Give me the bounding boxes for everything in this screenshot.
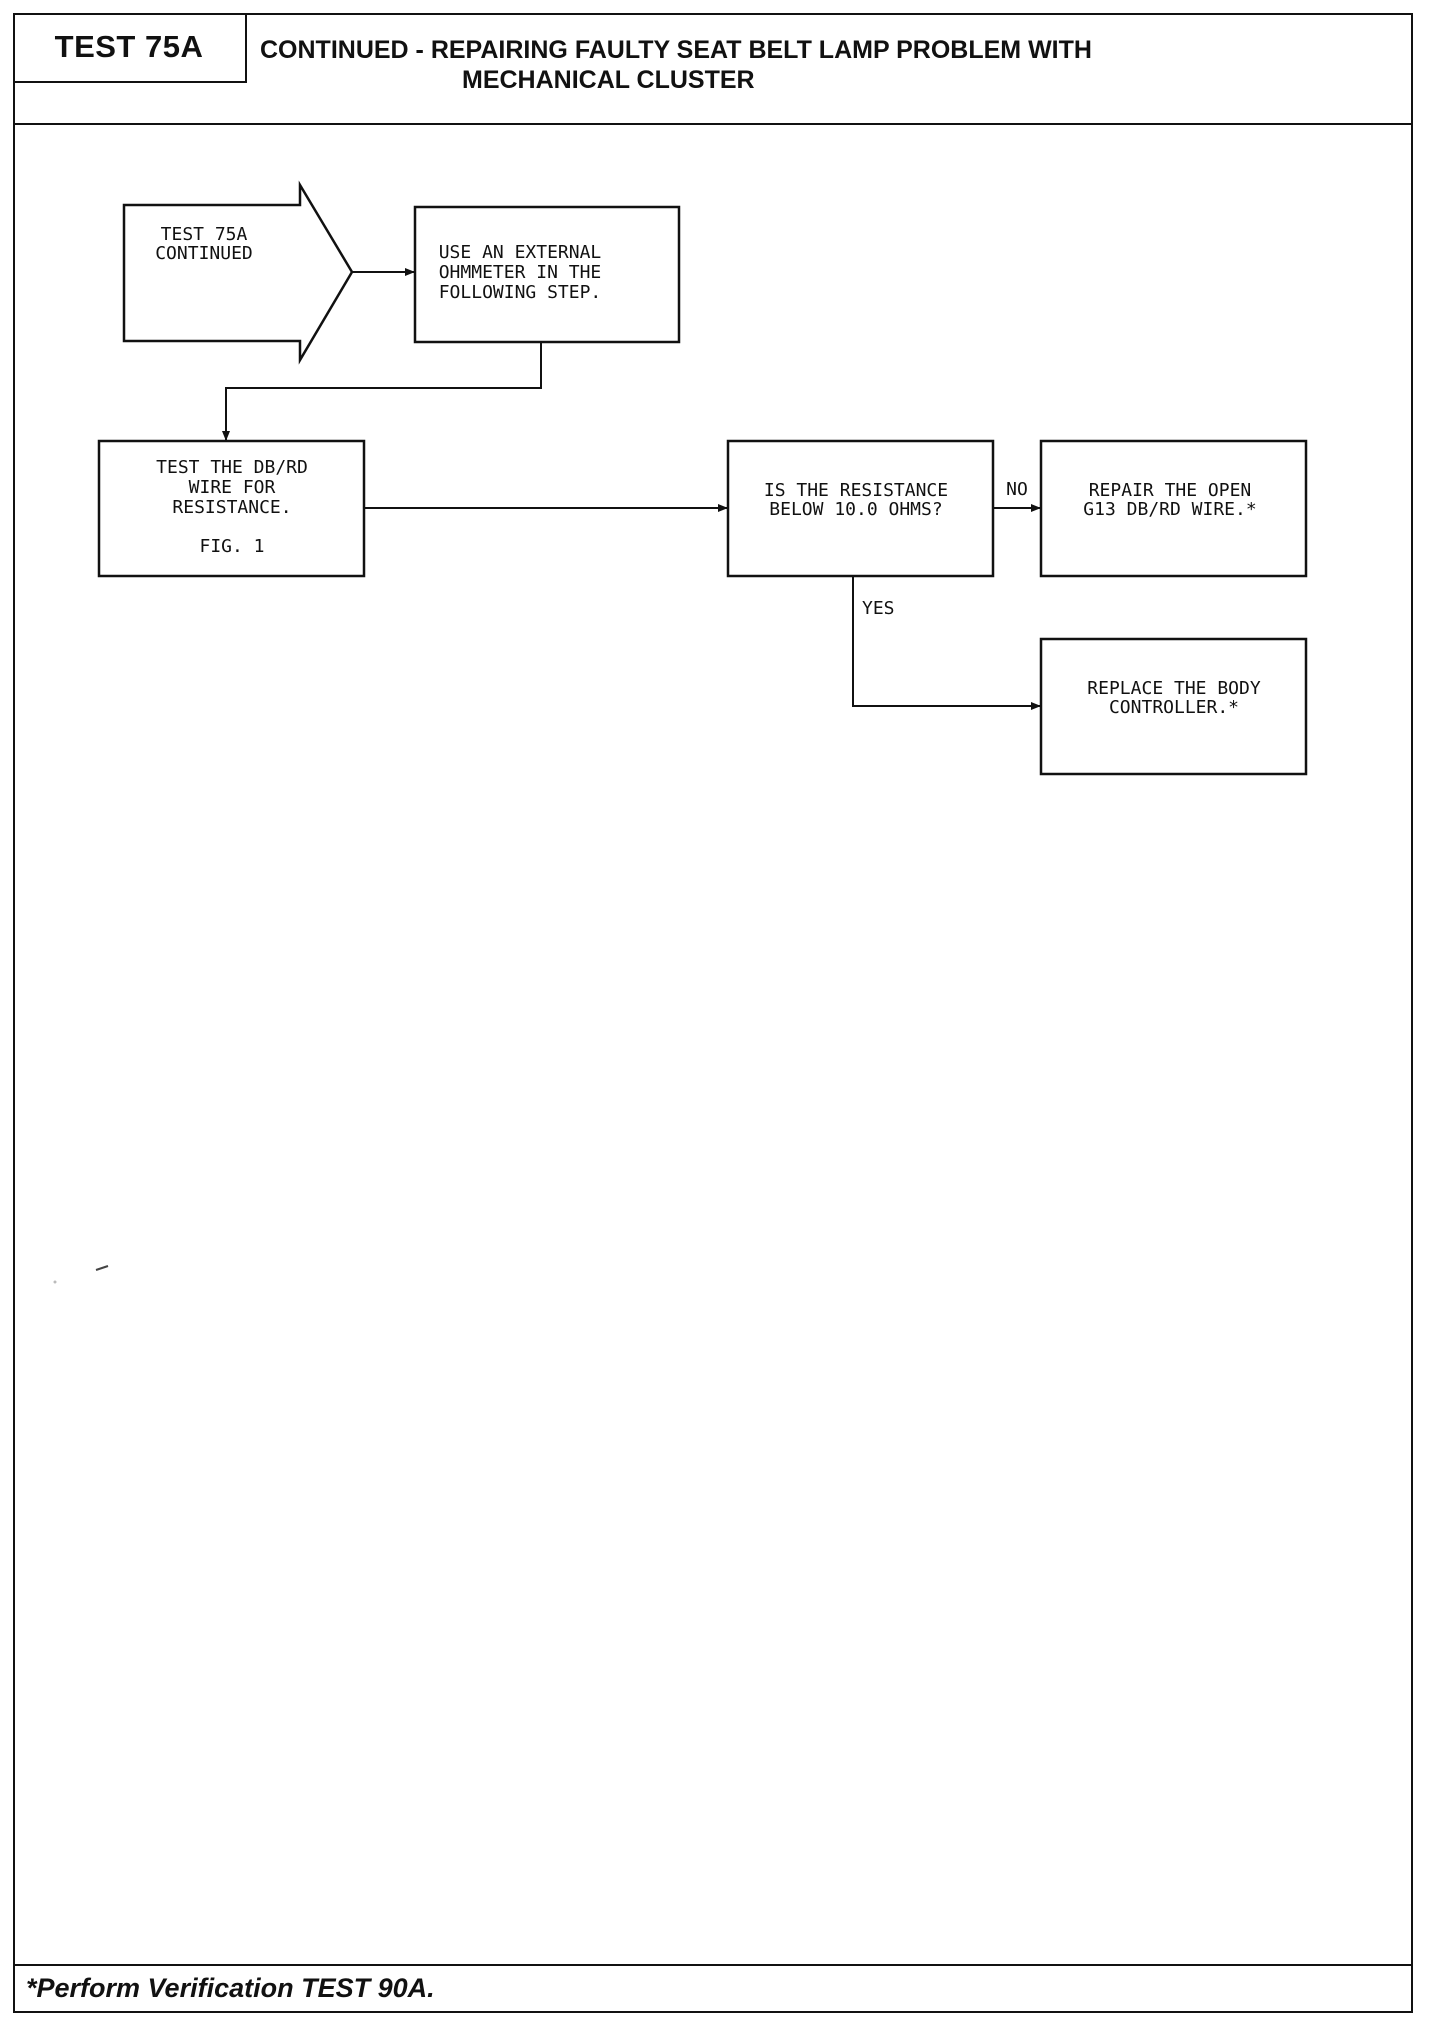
footer-note: *Perform Verification TEST 90A. bbox=[26, 1973, 435, 2003]
result-yes-line-1: REPLACE THE BODY bbox=[1087, 678, 1261, 699]
step1-line-2: OHMMETER IN THE bbox=[439, 262, 602, 283]
connector-step1-to-step2 bbox=[222, 342, 542, 441]
page-frame bbox=[13, 13, 1413, 2013]
result-no-line-1: REPAIR THE OPEN bbox=[1089, 480, 1252, 501]
page-title-line-1: CONTINUED - REPAIRING FAULTY SEAT BELT L… bbox=[260, 36, 1092, 64]
scan-mark bbox=[95, 1265, 109, 1271]
connector-decision-yes bbox=[852, 576, 1041, 710]
page-title-line-2: MECHANICAL CLUSTER bbox=[462, 66, 755, 94]
step2-line-3: RESISTANCE. bbox=[172, 497, 291, 518]
step2-line-1: TEST THE DB/RD bbox=[156, 457, 308, 478]
step1-line-1: USE AN EXTERNAL bbox=[439, 242, 602, 263]
test-id-label: TEST 75A bbox=[13, 13, 247, 83]
step1-box bbox=[413, 205, 681, 344]
result-yes-line-2: CONTROLLER.* bbox=[1109, 697, 1239, 718]
scan-speck bbox=[53, 1280, 57, 1284]
step2-line-2: WIRE FOR bbox=[189, 477, 276, 498]
start-label-line-1: TEST 75A bbox=[161, 224, 248, 245]
result-yes-box bbox=[1039, 637, 1308, 776]
step1-line-3: FOLLOWING STEP. bbox=[439, 282, 602, 303]
start-label-line-2: CONTINUED bbox=[155, 243, 253, 264]
result-no-line-2: G13 DB/RD WIRE.* bbox=[1083, 499, 1256, 520]
result-no-box bbox=[1039, 439, 1308, 578]
start-arrow-shape bbox=[122, 180, 354, 365]
footer bbox=[13, 1964, 1413, 2013]
header bbox=[13, 13, 1413, 125]
no-branch-label: NO bbox=[1006, 479, 1028, 500]
step2-figure-ref: FIG. 1 bbox=[199, 536, 264, 557]
decision-line-2: BELOW 10.0 OHMS? bbox=[769, 499, 942, 520]
decision-line-1: IS THE RESISTANCE bbox=[764, 480, 948, 501]
yes-branch-label: YES bbox=[862, 598, 895, 619]
